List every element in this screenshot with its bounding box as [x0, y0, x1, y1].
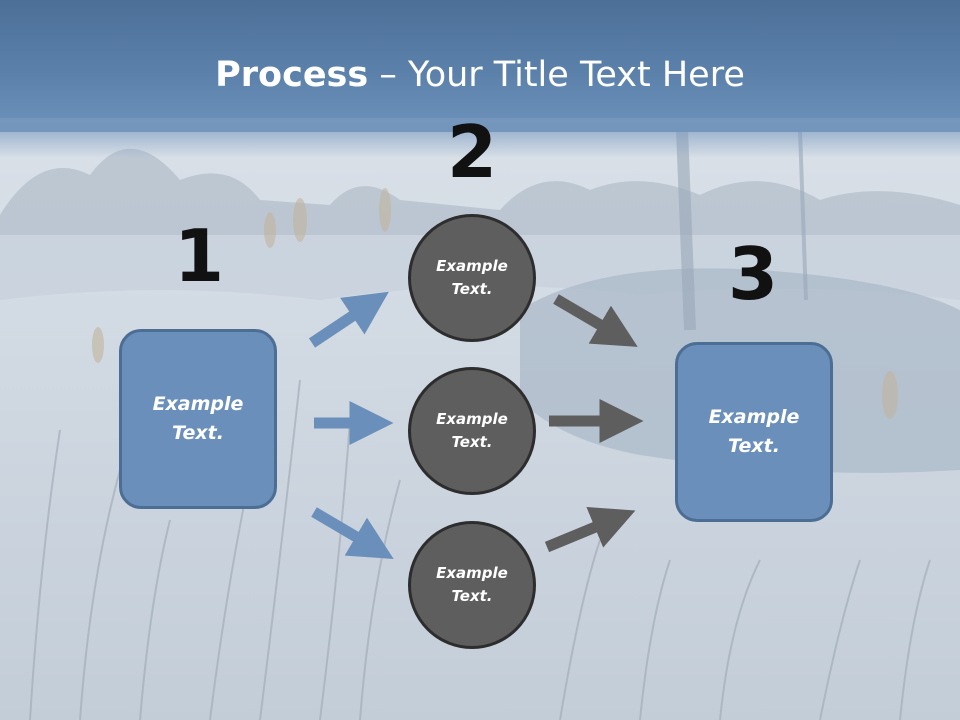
step-number-1: 1: [173, 214, 225, 298]
header-band: [0, 0, 960, 132]
step-2-circle-middle[interactable]: Example Text.: [408, 367, 536, 495]
step-1-box[interactable]: Example Text.: [119, 329, 277, 509]
step-number-3: 3: [727, 232, 779, 316]
slide-title: Process – Your Title Text Here: [0, 52, 960, 98]
arrow-1-to-top: [308, 291, 389, 348]
step-number-2: 2: [446, 110, 498, 194]
circle-top-text: Example Text.: [436, 257, 508, 298]
circle-bottom-text: Example Text.: [436, 564, 508, 605]
step-1-text: Example Text.: [152, 393, 244, 444]
title-rest: – Your Title Text Here: [368, 55, 745, 95]
step-3-text: Example Text.: [708, 406, 800, 457]
arrow-top-to-3: [553, 294, 638, 347]
arrow-1-to-bottom: [311, 507, 394, 559]
step-3-box[interactable]: Example Text.: [675, 342, 833, 522]
circle-middle-text: Example Text.: [436, 410, 508, 451]
title-bold: Process: [215, 55, 369, 95]
step-2-circle-bottom[interactable]: Example Text.: [408, 521, 536, 649]
header-fade: [0, 118, 960, 158]
step-2-circle-top[interactable]: Example Text.: [408, 214, 536, 342]
arrow-bottom-to-3: [544, 506, 636, 553]
